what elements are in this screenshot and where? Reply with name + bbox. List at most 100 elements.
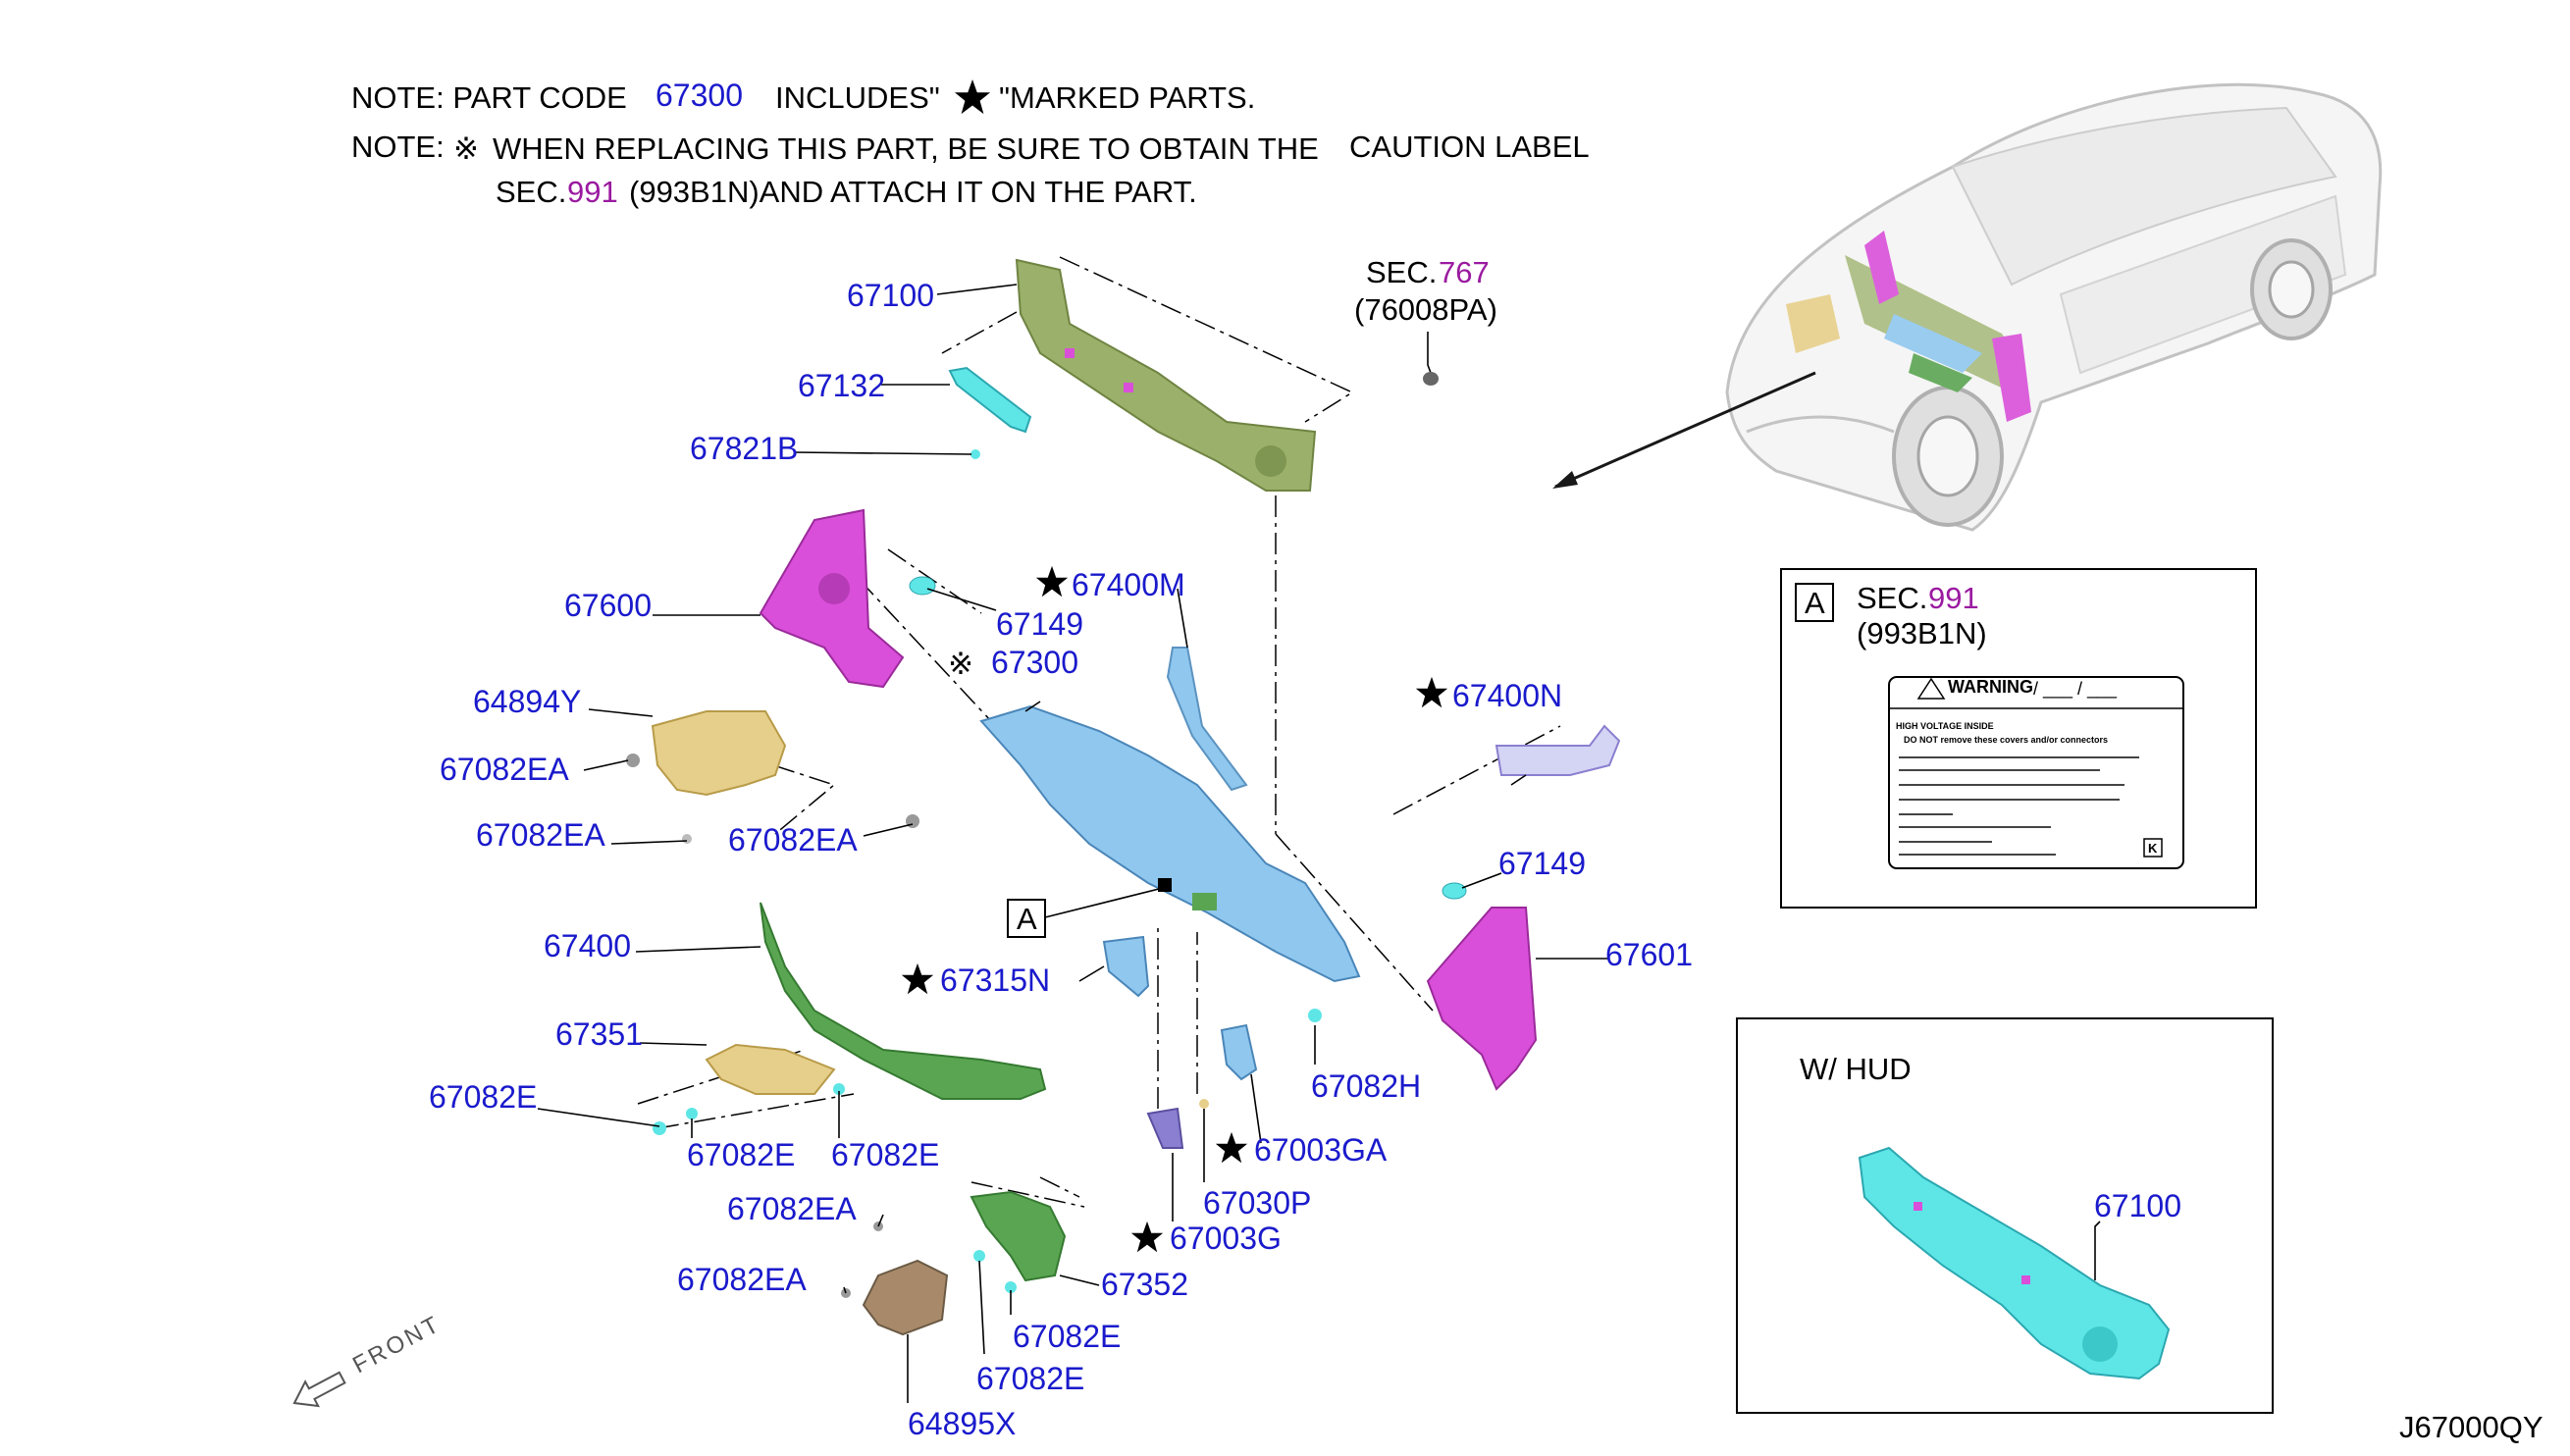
part-label-67132[interactable]: 67132 <box>798 368 885 403</box>
diagram-code: J67000QY <box>2399 1410 2544 1444</box>
star-icon <box>1130 1221 1164 1253</box>
part-67351-shape[interactable] <box>705 1043 836 1095</box>
part-67082H-shape[interactable] <box>1308 1009 1322 1022</box>
direction-arrow-icon <box>1554 371 1816 489</box>
hud-variant-panel: W/ HUD 67100 <box>1736 1017 2274 1414</box>
part-label-67315N[interactable]: 67315N <box>940 962 1050 998</box>
part-67400M-shape[interactable] <box>1166 647 1248 792</box>
sec-767-label: SEC. <box>1366 255 1437 289</box>
part-label-67082EA-5[interactable]: 67082EA <box>677 1262 807 1297</box>
part-67100-shape[interactable] <box>1015 258 1317 492</box>
part-labels: 67100 67132 67821B 67600 67149 67400M ※ … <box>429 278 1693 1441</box>
note-line2-text: WHEN REPLACING THIS PART, BE SURE TO OBT… <box>493 131 1319 166</box>
part-67030P-shape[interactable] <box>1199 1099 1209 1109</box>
note-line3-sec: SEC. <box>496 175 566 209</box>
part-67132-shape[interactable] <box>948 366 1032 434</box>
leader-lines <box>537 284 1609 1403</box>
star-icon <box>1035 565 1069 598</box>
part-label-67821B[interactable]: 67821B <box>690 431 798 466</box>
part-label-67600[interactable]: 67600 <box>564 588 652 623</box>
front-arrow-icon <box>292 1371 346 1408</box>
part-67400-shape[interactable] <box>760 902 1047 1100</box>
reference-mark-icon: ※ <box>453 131 479 166</box>
part-label-67082E-2[interactable]: 67082E <box>687 1137 795 1172</box>
callout-a-label: A <box>1017 902 1037 936</box>
part-label-67149-a[interactable]: 67149 <box>996 606 1083 642</box>
reference-lines <box>637 256 1561 1208</box>
label-k: K <box>2148 841 2158 856</box>
vehicle-illustration <box>1552 82 2383 532</box>
part-label-67351[interactable]: 67351 <box>555 1016 643 1052</box>
note-line3-rest: (993B1N)AND ATTACH IT ON THE PART. <box>629 175 1197 209</box>
caution-label-panel: A SEC. 991 (993B1N) WARNING / ___ / ___ … <box>1780 568 2257 909</box>
note-line3-num: 991 <box>567 175 618 209</box>
part-label-67082E-1[interactable]: 67082E <box>429 1079 537 1115</box>
part-64894Y-shape[interactable] <box>651 710 787 797</box>
part-label-67030P[interactable]: 67030P <box>1203 1185 1311 1221</box>
sec-767-number: 767 <box>1439 255 1490 289</box>
star-icon <box>954 78 991 115</box>
part-label-67149-b[interactable]: 67149 <box>1498 846 1586 881</box>
sec-767-reference: SEC. 767 (76008PA) <box>1354 255 1497 386</box>
part-67149-shape-a[interactable] <box>909 576 936 596</box>
part-label-67082EA-4[interactable]: 67082EA <box>727 1191 857 1226</box>
part-label-67082E-4[interactable]: 67082E <box>1013 1319 1121 1354</box>
front-label: FRONT <box>348 1311 446 1379</box>
part-label-67601[interactable]: 67601 <box>1605 937 1693 972</box>
callout-a[interactable]: A <box>1007 899 1046 938</box>
part-label-67082EA-3[interactable]: 67082EA <box>728 822 858 858</box>
part-label-67082H[interactable]: 67082H <box>1311 1068 1421 1104</box>
caution-label-card <box>1888 676 2184 869</box>
part-shapes <box>626 258 1621 1336</box>
label-box-tag: A <box>1805 586 1825 620</box>
part-label-64894Y[interactable]: 64894Y <box>473 684 581 719</box>
part-label-67400M[interactable]: 67400M <box>1072 567 1185 602</box>
label-warning: WARNING <box>1948 677 2033 697</box>
part-label-67082E-5[interactable]: 67082E <box>976 1361 1084 1396</box>
label-line1: HIGH VOLTAGE INSIDE <box>1896 721 1994 731</box>
part-67400N-shape[interactable] <box>1495 724 1621 776</box>
part-label-67100[interactable]: 67100 <box>847 278 934 313</box>
part-label-67400N[interactable]: 67400N <box>1452 678 1562 713</box>
part-label-67082EA-1[interactable]: 67082EA <box>440 752 569 787</box>
warning-triangle-icon <box>1916 677 1946 700</box>
notes: NOTE: PART CODE 67300 INCLUDES" "MARKED … <box>351 78 1590 209</box>
note-line2-end: CAUTION LABEL <box>1349 130 1590 164</box>
front-indicator: FRONT <box>292 1311 446 1408</box>
part-67149-shape-b[interactable] <box>1442 882 1467 900</box>
part-67300-shape[interactable] <box>979 704 1361 983</box>
label-box-code: (993B1N) <box>1857 616 1987 650</box>
hud-part-label-67100[interactable]: 67100 <box>2094 1188 2181 1223</box>
part-label-67082EA-2[interactable]: 67082EA <box>476 817 605 853</box>
label-box-num: 991 <box>1928 581 1979 615</box>
part-label-67352[interactable]: 67352 <box>1101 1267 1188 1302</box>
part-label-64895X[interactable]: 64895X <box>908 1406 1016 1441</box>
label-box-sec: SEC. <box>1857 581 1927 615</box>
part-67003GA-shape[interactable] <box>1220 1023 1258 1081</box>
part-67601-shape[interactable] <box>1426 907 1538 1091</box>
part-67352-shape[interactable] <box>970 1190 1067 1282</box>
note-line1-prefix: NOTE: PART CODE <box>351 80 627 115</box>
star-icon <box>901 962 934 995</box>
part-label-67400[interactable]: 67400 <box>544 928 631 963</box>
star-icon <box>1415 676 1448 708</box>
note-line1-mid: INCLUDES" <box>775 80 940 115</box>
label-warning-slashes: / ___ / ___ <box>2033 679 2118 700</box>
part-label-67082E-3[interactable]: 67082E <box>831 1137 939 1172</box>
hud-part-67100-shape[interactable] <box>1858 1146 2171 1380</box>
star-icon <box>1215 1131 1248 1164</box>
note-line2-prefix: NOTE: <box>351 130 445 164</box>
part-label-67300[interactable]: 67300 <box>991 645 1078 680</box>
note-line1-suffix: "MARKED PARTS. <box>999 80 1255 115</box>
part-67315N-shape[interactable] <box>1102 935 1150 998</box>
note-line1-code: 67300 <box>656 78 743 113</box>
part-label-67003GA[interactable]: 67003GA <box>1254 1132 1388 1168</box>
reference-mark-icon: ※ <box>948 647 973 681</box>
label-line2: DO NOT remove these covers and/or connec… <box>1904 735 2108 745</box>
hud-title: W/ HUD <box>1800 1052 1912 1086</box>
sec-767-code: (76008PA) <box>1354 292 1497 327</box>
part-label-67003G[interactable]: 67003G <box>1170 1221 1282 1256</box>
part-64895X-shape[interactable] <box>862 1259 949 1336</box>
part-67003G-shape[interactable] <box>1146 1107 1184 1149</box>
